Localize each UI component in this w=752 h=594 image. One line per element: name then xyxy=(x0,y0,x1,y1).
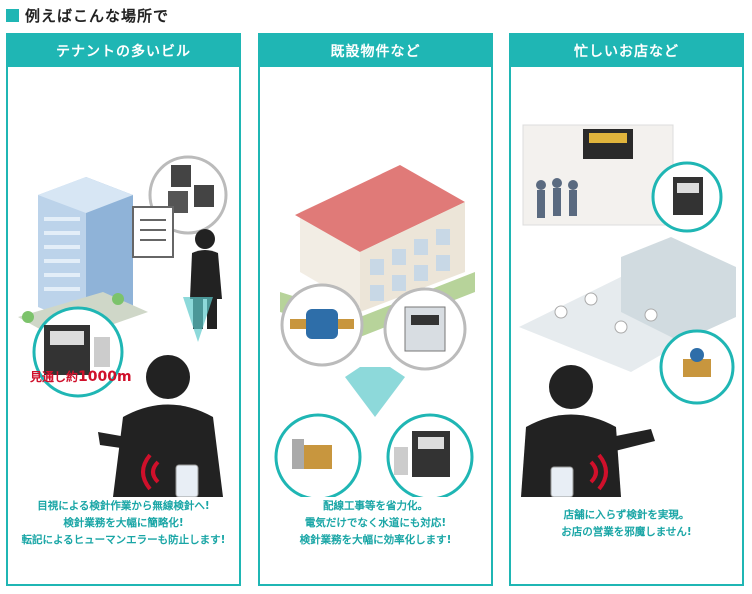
caption-line: 検針業務を大幅に簡略化! xyxy=(63,517,184,529)
panel-caption: 配線工事等を省力化。 電気だけでなく水道にも対応! 検針業務を大幅に効率化します… xyxy=(260,498,491,549)
panel-tenant-building: テナントの多いビル xyxy=(6,33,241,586)
panel-existing-property: 既設物件など xyxy=(258,33,493,586)
smart-meter-icon xyxy=(32,306,124,398)
wireless-signal-icon xyxy=(589,453,608,491)
caption-line: 配線工事等を省力化。 xyxy=(323,500,428,512)
caption-line: 電気だけでなく水道にも対応! xyxy=(304,517,447,529)
wireless-device-icon xyxy=(550,466,574,497)
storefront-queue-icon xyxy=(522,124,674,226)
caption-line: 検針業務を大幅に効率化します! xyxy=(299,534,452,546)
heading-text: 例えばこんな場所で xyxy=(25,6,170,25)
electric-meter-bubble-icon xyxy=(383,287,467,371)
kitchen-icon xyxy=(519,237,736,372)
panel-busy-store: 忙しいお店など xyxy=(509,33,744,586)
heading-square-icon xyxy=(6,8,19,22)
meter-bubble-icon xyxy=(651,161,723,233)
wireless-water-meter-icon xyxy=(274,413,362,497)
panel-caption: 目視による検針作業から無線検針へ! 検針業務を大幅に簡略化! 転記によるヒューマ… xyxy=(8,498,239,549)
water-meter-bubble-icon xyxy=(280,283,364,367)
document-icon xyxy=(132,206,174,258)
wireless-signal-icon xyxy=(141,453,160,491)
panel-caption: 店舗に入らず検針を実現。 お店の営業を邪魔しません! xyxy=(511,507,742,541)
caption-line: 店舗に入らず検針を実現。 xyxy=(563,509,690,521)
range-callout-value: 1000m xyxy=(78,369,132,385)
caption-line: 目視による検針作業から無線検針へ! xyxy=(37,500,210,512)
panel-title: 忙しいお店など xyxy=(511,35,742,67)
wireless-device-icon xyxy=(175,464,199,497)
range-callout-prefix: 見通し約 xyxy=(30,370,79,384)
caption-line: 転記によるヒューマンエラーも防止します! xyxy=(21,534,226,546)
wireless-smart-meter-icon xyxy=(386,413,474,497)
panel-title: テナントの多いビル xyxy=(8,35,239,67)
range-callout: 見通し約1000m xyxy=(30,368,132,385)
section-heading: 例えばこんな場所で xyxy=(6,4,169,26)
water-meter-bubble-icon xyxy=(659,329,735,405)
worker-silhouette-icon xyxy=(521,365,655,497)
panel-title: 既設物件など xyxy=(260,35,491,67)
existing-property-illustration xyxy=(274,165,475,497)
tenant-building-illustration xyxy=(18,155,228,497)
busy-store-illustration xyxy=(519,124,736,497)
caption-line: お店の営業を邪魔しません! xyxy=(561,526,692,538)
arrow-down-icon xyxy=(345,367,405,417)
arrow-down-icon xyxy=(183,297,213,342)
